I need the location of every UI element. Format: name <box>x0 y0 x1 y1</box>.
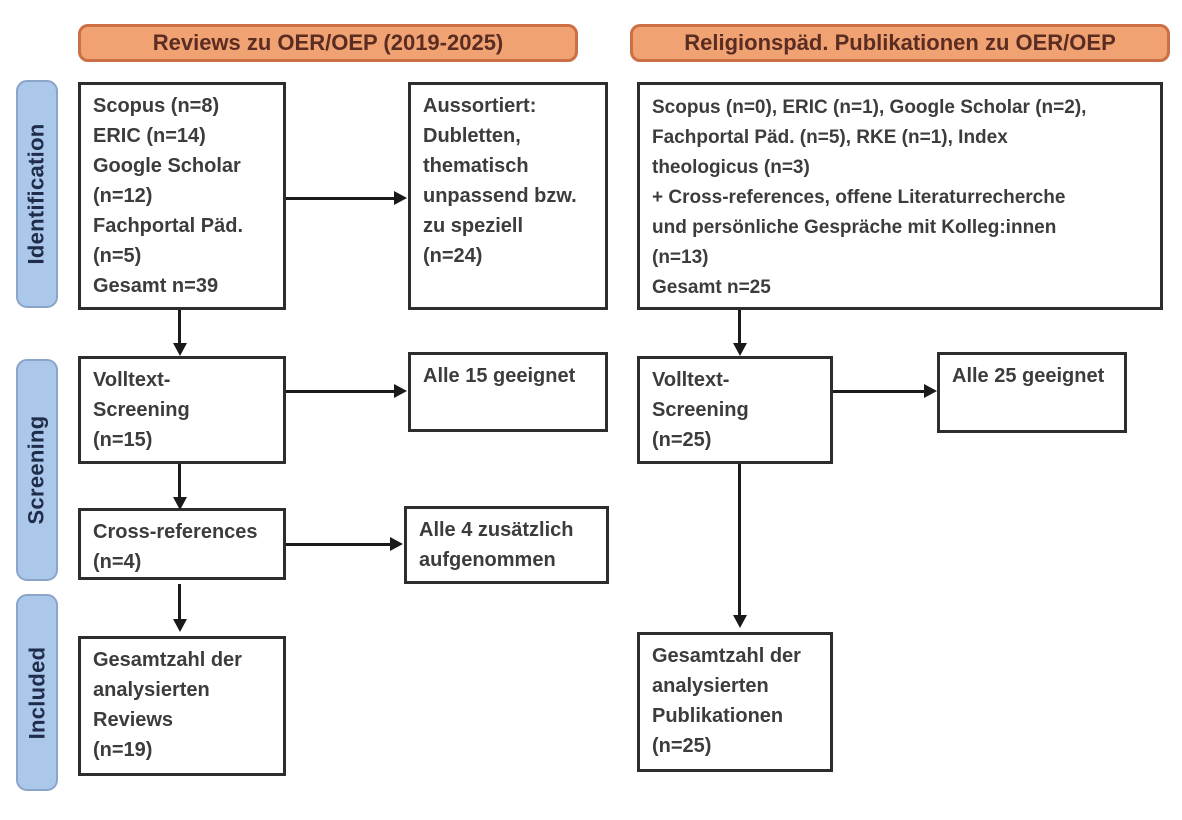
stage-label-identification-text: Identification <box>24 123 49 265</box>
arrow-right-screening-to-result <box>833 390 924 393</box>
arrow-right-identification-to-screening <box>738 310 741 343</box>
left-crossreferences-box: Cross-references (n=4) <box>78 508 286 580</box>
column-header-religionspaed: Religionspäd. Publikationen zu OER/OEP <box>630 24 1170 62</box>
arrowhead-right-icon <box>394 191 407 205</box>
arrow-left-crossref-to-included <box>178 584 181 619</box>
left-crossref-result-box: Alle 4 zusätzlich aufgenommen <box>404 506 609 584</box>
arrow-left-crossref-to-result <box>286 543 390 546</box>
arrowhead-down-icon <box>173 619 187 632</box>
right-included-total-box: Gesamtzahl der analysierten Publikatione… <box>637 632 833 772</box>
arrow-right-screening-to-included <box>738 464 741 615</box>
stage-label-included: Included <box>16 594 58 791</box>
left-screening-result-box: Alle 15 geeignet <box>408 352 608 432</box>
arrowhead-right-icon <box>924 384 937 398</box>
left-fulltext-screening-box: Volltext- Screening (n=15) <box>78 356 286 464</box>
stage-label-screening: Screening <box>16 359 58 581</box>
stage-label-included-text: Included <box>24 646 50 739</box>
arrow-left-screening-to-result <box>286 390 394 393</box>
arrowhead-right-icon <box>390 537 403 551</box>
arrow-left-screening-to-crossref <box>178 464 181 497</box>
column-header-reviews: Reviews zu OER/OEP (2019-2025) <box>78 24 578 62</box>
arrow-left-identification-to-screening <box>178 310 181 343</box>
arrowhead-down-icon <box>173 343 187 356</box>
left-identification-sources-box: Scopus (n=8) ERIC (n=14) Google Scholar … <box>78 82 286 310</box>
right-screening-result-box: Alle 25 geeignet <box>937 352 1127 433</box>
arrowhead-down-icon <box>733 615 747 628</box>
right-identification-sources-box: Scopus (n=0), ERIC (n=1), Google Scholar… <box>637 82 1163 310</box>
arrowhead-right-icon <box>394 384 407 398</box>
stage-label-identification: Identification <box>16 80 58 308</box>
arrowhead-down-icon <box>173 497 187 510</box>
arrow-left-identification-to-excluded <box>286 197 394 200</box>
stage-label-screening-text: Screening <box>24 415 50 525</box>
left-excluded-box: Aussortiert: Dubletten, thematisch unpas… <box>408 82 608 310</box>
right-fulltext-screening-box: Volltext- Screening (n=25) <box>637 356 833 464</box>
arrowhead-down-icon <box>733 343 747 356</box>
left-included-total-box: Gesamtzahl der analysierten Reviews (n=1… <box>78 636 286 776</box>
